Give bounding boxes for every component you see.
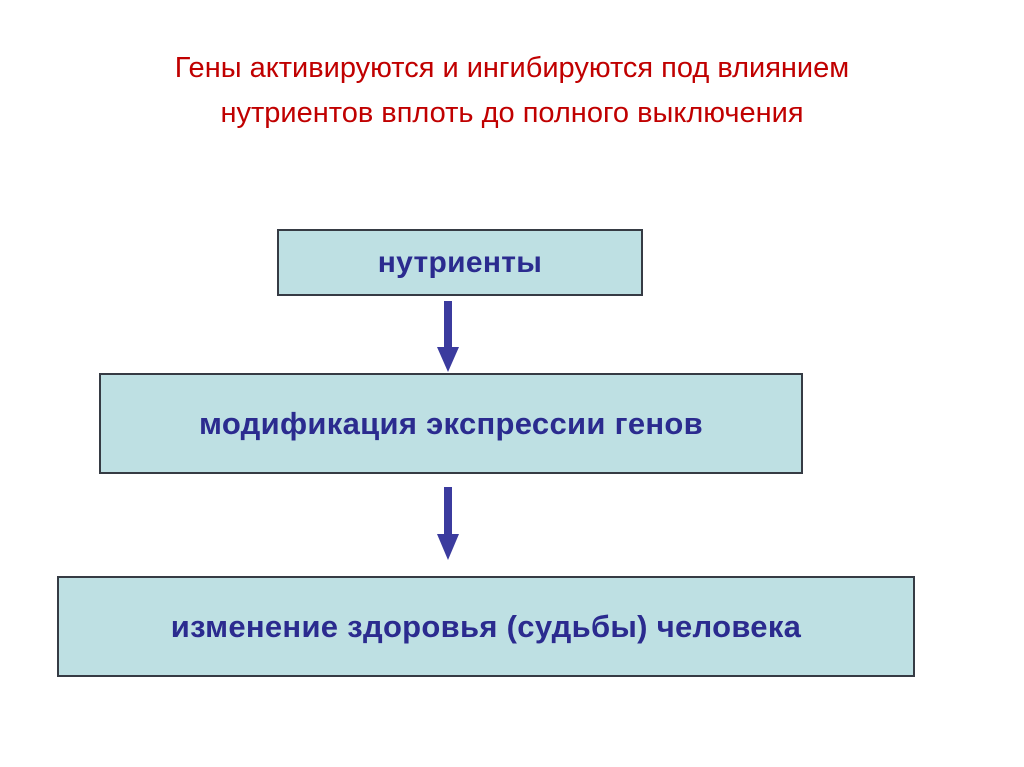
flow-node-health: изменение здоровья (судьбы) человека [57, 576, 915, 677]
flow-node-modification-label: модификация экспрессии генов [199, 405, 703, 441]
flow-node-nutrients-label: нутриенты [377, 245, 543, 279]
slide-title: Гены активируются и ингибируются под вли… [174, 52, 850, 129]
flow-node-nutrients: нутриенты [277, 229, 643, 296]
flow-node-health-label: изменение здоровья (судьбы) человека [170, 608, 802, 644]
arrow-down-icon-modification-to-health [434, 487, 462, 562]
arrow-down-icon-nutrients-to-modification [434, 301, 462, 374]
flow-node-modification: модификация экспрессии генов [99, 373, 803, 474]
